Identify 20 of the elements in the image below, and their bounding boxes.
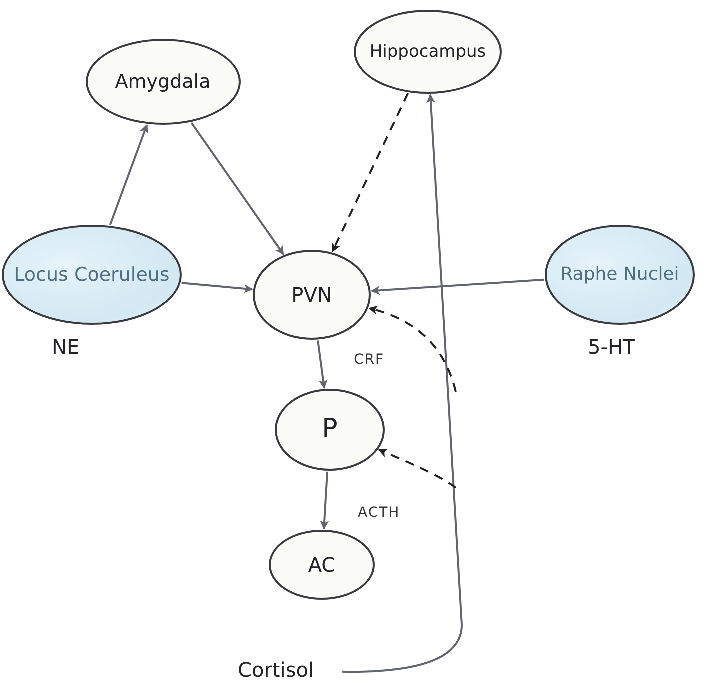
arrow (320, 472, 330, 530)
region-label: PVN (290, 282, 334, 308)
region-label: Locus Coeruleus (13, 262, 171, 288)
region-label: Raphe Nuclei (560, 263, 680, 287)
region-label: AC (307, 552, 337, 578)
arrow (182, 282, 254, 294)
arrow (370, 278, 544, 296)
arrow (342, 94, 463, 673)
region-label: Amygdala (114, 70, 212, 94)
arrow (190, 122, 284, 256)
region-label: Hippocampus (368, 40, 488, 64)
region-label: P (321, 413, 339, 446)
arrow (317, 340, 328, 390)
dashed-arrow (368, 306, 457, 392)
hormone-label: Cortisol (238, 658, 314, 682)
neurotransmitter-label: 5-HT (588, 335, 636, 359)
arrow (109, 124, 149, 226)
dashed-arrow (378, 449, 457, 489)
dashed-arrow (332, 93, 410, 253)
neurotransmitter-label: NE (52, 335, 80, 359)
